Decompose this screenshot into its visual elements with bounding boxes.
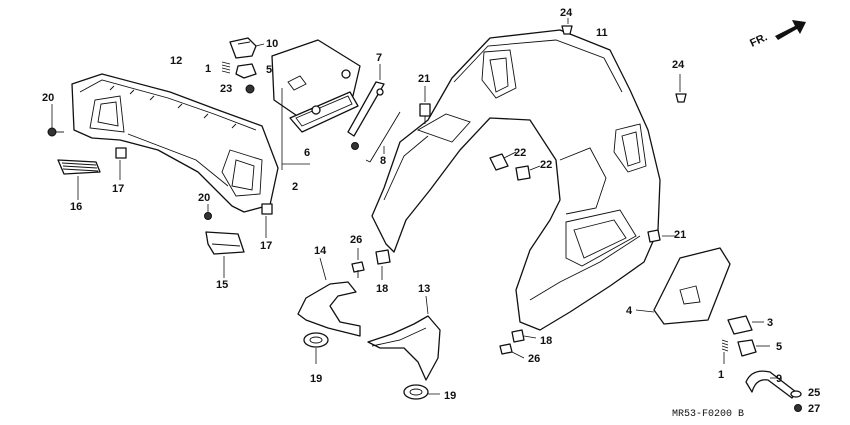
part-2-lid <box>271 39 361 170</box>
callout-25: 25 <box>808 387 820 399</box>
callout-5: 5 <box>776 341 782 353</box>
part-5-cam <box>235 63 257 79</box>
part-7-stay <box>347 64 385 137</box>
part-5-cam-lower <box>737 339 770 357</box>
part-1-spring-lower <box>721 339 729 364</box>
callout-6: 6 <box>304 147 310 159</box>
part-3-lock <box>727 315 764 335</box>
callout-9: 9 <box>776 373 782 385</box>
part-15-clip <box>205 231 245 278</box>
part-10-lock-cylinder <box>229 37 265 59</box>
front-direction-arrow: FR. <box>748 20 806 50</box>
part-22-grommets <box>489 151 541 181</box>
callout-1: 1 <box>205 63 211 75</box>
callout-22: 22 <box>540 159 552 171</box>
part-27-screw <box>794 404 802 412</box>
callout-8: 8 <box>380 155 386 167</box>
callout-2: 2 <box>292 181 298 193</box>
callout-19: 19 <box>444 390 456 402</box>
callout-27: 27 <box>808 403 820 415</box>
callout-24: 24 <box>672 59 685 71</box>
callout-17: 17 <box>112 183 124 195</box>
callout-14: 14 <box>314 245 327 257</box>
part-24-clips <box>561 18 687 103</box>
callout-20: 20 <box>198 192 210 204</box>
callout-23: 23 <box>220 83 232 95</box>
part-11-inner-cover <box>371 29 661 331</box>
callout-24: 24 <box>560 7 573 19</box>
callout-26: 26 <box>350 234 362 246</box>
callout-7: 7 <box>376 52 382 64</box>
part-20-clip <box>351 142 359 150</box>
diagram-code: MR53-F0200 B <box>672 409 744 420</box>
callout-5: 5 <box>266 64 272 76</box>
part-21-bolts <box>419 86 676 243</box>
arrow-icon <box>775 20 806 40</box>
callout-1: 1 <box>718 369 724 381</box>
callout-21: 21 <box>674 229 686 241</box>
part-14-lower-cover <box>297 257 361 337</box>
part-4-lid <box>635 247 731 325</box>
part-18-grommets <box>375 249 537 343</box>
callout-15: 15 <box>216 279 228 291</box>
callout-12: 12 <box>170 55 182 67</box>
part-26-screws <box>351 248 525 359</box>
part-8-rod <box>365 111 401 163</box>
part-23-bolt <box>245 84 255 94</box>
callout-18: 18 <box>540 335 552 347</box>
callout-21: 21 <box>418 73 430 85</box>
callout-19: 19 <box>310 373 322 385</box>
part-1-spring <box>221 61 231 74</box>
callout-18: 18 <box>376 283 388 295</box>
part-12-meter-panel <box>71 73 279 213</box>
callout-3: 3 <box>767 317 773 329</box>
callout-4: 4 <box>626 305 633 317</box>
part-17-nuts <box>115 147 273 238</box>
callout-11: 11 <box>596 27 608 39</box>
part-13-lower-cover <box>367 295 441 381</box>
callout-10: 10 <box>266 38 278 50</box>
part-20-screws <box>47 104 212 220</box>
callout-26: 26 <box>528 353 540 365</box>
callout-13: 13 <box>418 283 430 295</box>
callout-20: 20 <box>42 92 54 104</box>
part-16-pad <box>57 159 101 200</box>
part-25-washer <box>790 390 802 398</box>
callout-22: 22 <box>514 147 526 159</box>
callout-labels: 1 1 2 3 4 5 5 6 7 8 9 10 11 12 13 14 15 … <box>42 7 820 415</box>
fr-label: FR. <box>748 31 769 49</box>
part-9-strap <box>745 370 797 399</box>
callout-16: 16 <box>70 201 82 213</box>
part-19-grommets <box>303 332 440 400</box>
callout-17: 17 <box>260 240 272 252</box>
